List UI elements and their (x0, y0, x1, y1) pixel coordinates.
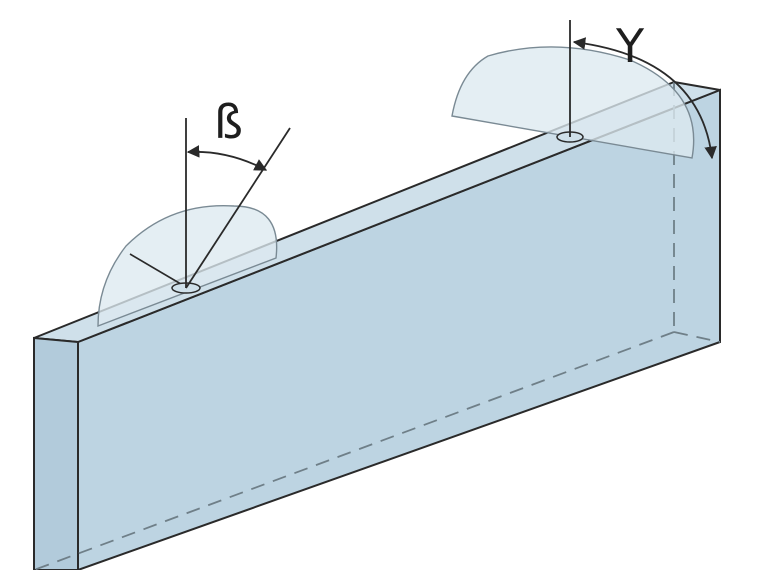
angle-label-beta: ß (214, 95, 243, 149)
curved-arrow-icon (186, 145, 268, 171)
protractor-gamma (451, 20, 717, 160)
angle-label-gamma: Y (615, 19, 645, 73)
hidden-edge-corner (673, 331, 721, 343)
tilted-axis-beta (185, 127, 291, 289)
panel-end-face (33, 336, 79, 570)
protractor-beta-shape (97, 204, 278, 328)
protractor-beta (97, 118, 291, 328)
panel-front-face (77, 88, 721, 570)
glass-panel (33, 81, 721, 570)
curved-arrow-icon (572, 37, 717, 160)
protractor-beta-radius (129, 253, 187, 288)
